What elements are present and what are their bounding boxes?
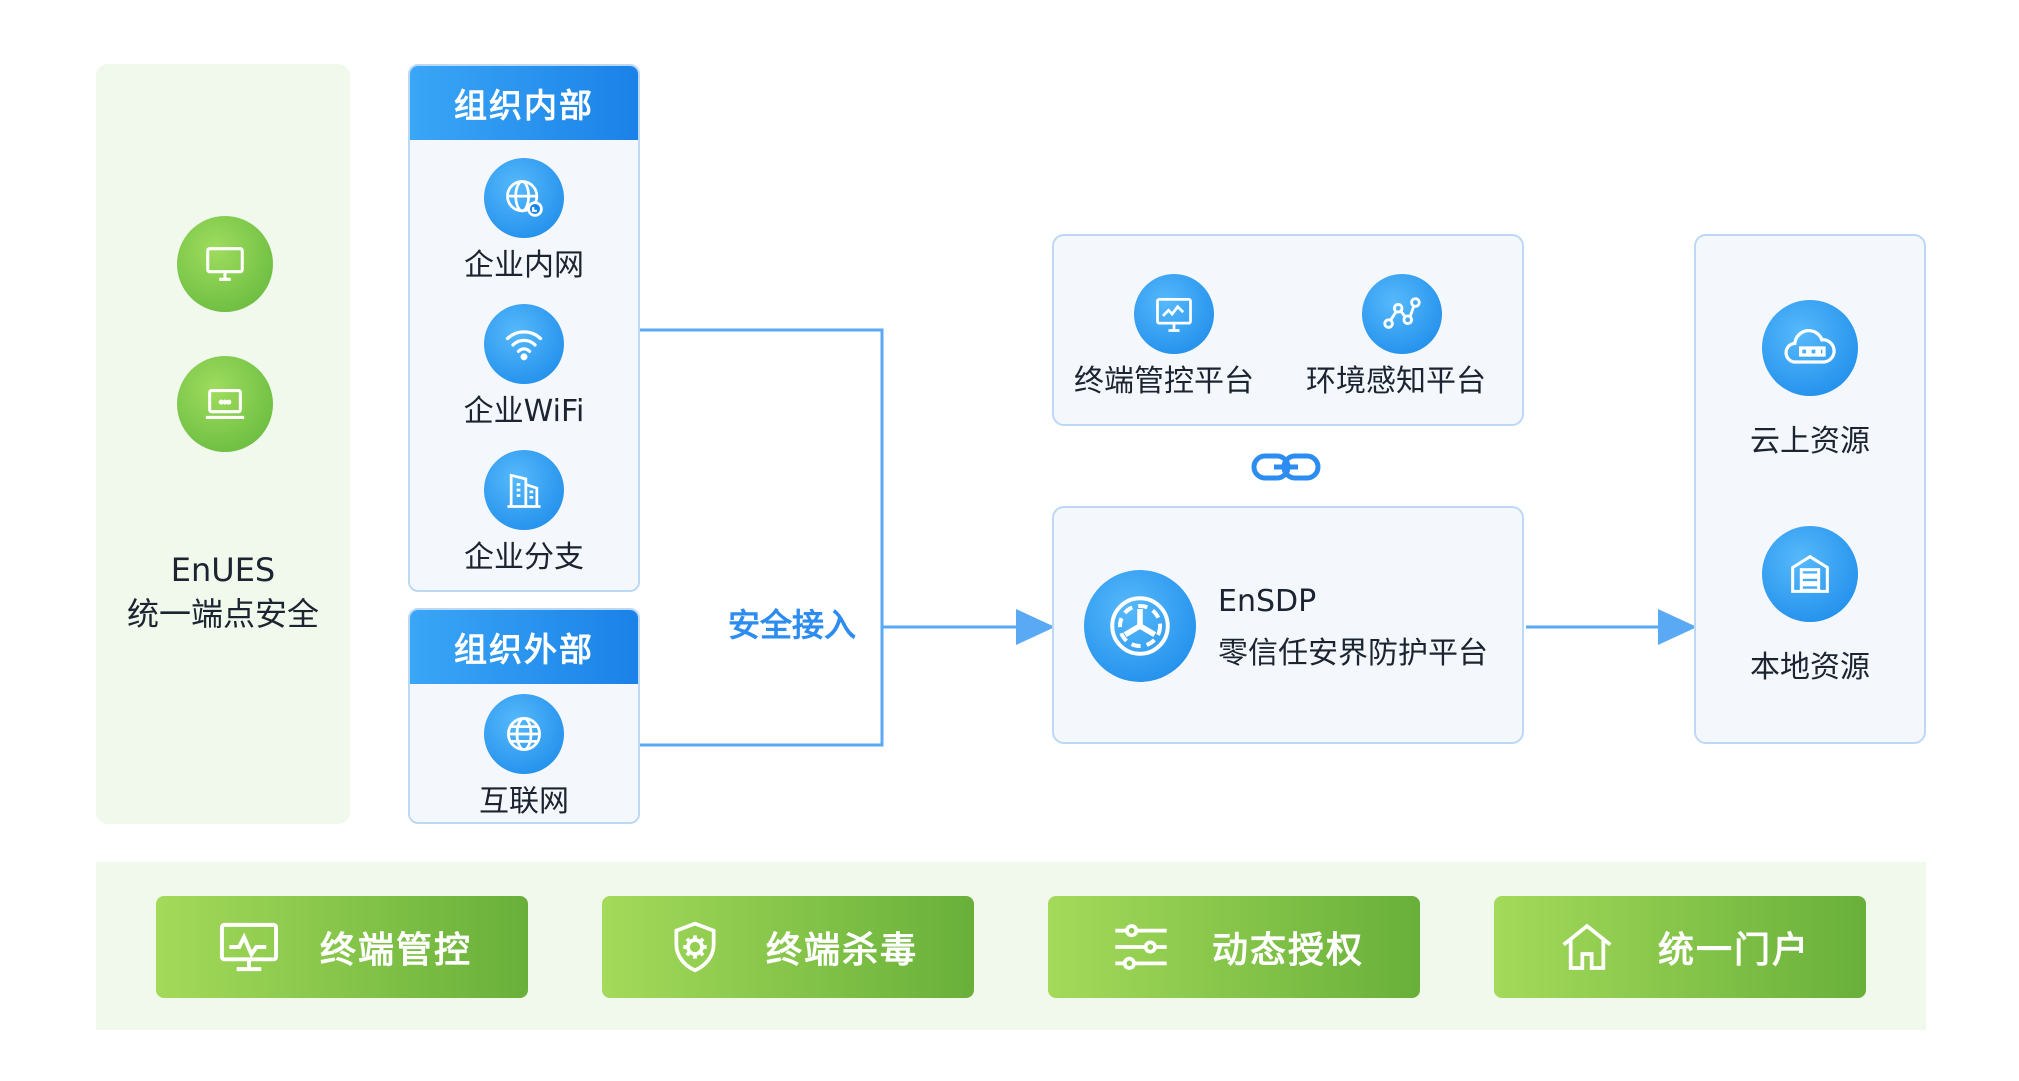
shield-virus-icon — [660, 919, 730, 975]
cloud-icon — [1762, 300, 1858, 396]
ensdp-box — [1052, 506, 1524, 744]
resource-label: 本地资源 — [1750, 650, 1870, 685]
org-item-label: 企业WiFi — [463, 394, 585, 429]
ensdp-title: EnSDP — [1218, 584, 1317, 619]
laptop-icon — [177, 356, 273, 452]
org-item-label: 企业分支 — [464, 540, 584, 575]
globe-icon — [484, 694, 564, 774]
org-item-label: 互联网 — [479, 784, 569, 819]
home-icon — [1552, 919, 1622, 975]
building-icon — [484, 450, 564, 530]
network-nodes-icon — [1362, 274, 1442, 354]
desktop-icon — [177, 216, 273, 312]
feature-label: 终端管控 — [320, 930, 473, 971]
enues-label: EnUES 统一端点安全 — [96, 548, 350, 636]
wifi-icon — [484, 304, 564, 384]
feature-label: 统一门户 — [1658, 930, 1811, 971]
monitor-chart-icon — [1134, 274, 1214, 354]
sliders-icon — [1106, 919, 1176, 975]
connector-external — [640, 627, 884, 747]
feature-dynamic-auth[interactable]: 动态授权 — [1048, 896, 1420, 998]
connector-internal — [640, 328, 884, 627]
server-icon — [1762, 526, 1858, 622]
feature-terminal-antivirus[interactable]: 终端杀毒 — [602, 896, 974, 998]
enues-title: EnUES — [170, 551, 276, 589]
ensdp-subtitle: 零信任安界防护平台 — [1218, 636, 1488, 671]
feature-label: 动态授权 — [1212, 930, 1365, 971]
feature-label: 终端杀毒 — [766, 930, 919, 971]
monitor-pulse-icon — [214, 919, 284, 975]
platform-label: 环境感知平台 — [1306, 364, 1486, 399]
resource-label: 云上资源 — [1750, 424, 1870, 459]
globe-lock-icon — [484, 158, 564, 238]
secure-access-label: 安全接入 — [728, 606, 857, 644]
org-external-header: 组织外部 — [410, 610, 638, 684]
enues-subtitle: 统一端点安全 — [126, 595, 319, 633]
shield-emblem-icon — [1084, 570, 1196, 682]
feature-unified-portal[interactable]: 统一门户 — [1494, 896, 1866, 998]
feature-terminal-control[interactable]: 终端管控 — [156, 896, 528, 998]
platforms-box — [1052, 234, 1524, 426]
platform-label: 终端管控平台 — [1074, 364, 1254, 399]
org-item-label: 企业内网 — [464, 248, 584, 283]
link-icon — [1251, 453, 1321, 481]
org-internal-header: 组织内部 — [410, 66, 638, 140]
